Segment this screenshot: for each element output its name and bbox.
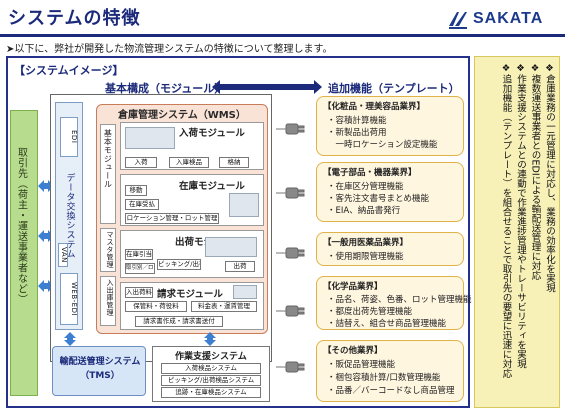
feature-item: ❖複数運送事業者とのEDIによる輸配送管理に対応 <box>529 63 541 281</box>
module-shukka: 出荷モジュール 在庫引当 ピッキング/出荷検品 出荷 取引別／ロット別管理 <box>120 230 264 278</box>
template-item: ・容積計算機能 <box>327 116 387 126</box>
torihiki-label: 取引先（荷主・運送事業者など） <box>15 147 27 305</box>
webedi-tag: WEB-EDI <box>60 273 78 325</box>
tms-box: 輸配送管理システム（TMS） <box>52 346 146 396</box>
template-head: 【一般用医薬品業界】 <box>323 238 409 248</box>
template-item: ・販促品管理機能 <box>327 360 396 370</box>
module-seikyu: 請求モジュール 入出荷料 保管料・荷役料 料金表・運賃管理 請求書作成・請求書送… <box>120 282 264 330</box>
template-otc-drugs: 【一般用医薬品業界】 ・使用期限管理機能 <box>316 232 464 266</box>
header-rule <box>0 34 565 37</box>
sagyo-title: 作業支援システム <box>175 352 247 362</box>
module-nyuka: 入荷モジュール 入荷 入庫検品 格納 <box>120 122 264 170</box>
base-chip-master: マスタ管理 <box>100 228 116 272</box>
tsuika-title: 追加機能（テンプレート） <box>328 82 460 95</box>
torihiki-box: 取引先（荷主・運送事業者など） <box>10 110 38 396</box>
kihon-tsuika-arrow <box>212 80 322 94</box>
chip: ピッキング/出荷検品システム <box>161 375 261 386</box>
tms-label: 輸配送管理システム（TMS） <box>59 357 141 381</box>
chip: 在庫受払 <box>125 199 159 210</box>
chip: 追跡・在庫検品システム <box>161 387 261 398</box>
module-name: 請求モジュール <box>157 289 223 300</box>
chip: 入荷検品システム <box>161 363 261 374</box>
truck-image-icon <box>205 237 257 257</box>
template-item: ・都度出荷先管理機能 <box>327 307 413 317</box>
chip: 格納 <box>219 157 249 168</box>
template-head: 【電子部品・機器業界】 <box>323 168 417 178</box>
chip: ロケーション管理・ロット管理 <box>125 213 219 224</box>
plug-connectors <box>276 123 305 373</box>
edi-column: データ交換システム EDI VAN WEB-EDI <box>55 102 83 330</box>
logo-mark-icon <box>449 12 467 29</box>
chip: 在庫引当 <box>125 249 153 260</box>
intro-text: ➤以下に、弊社が開発した物流管理システムの特徴について整理します。 <box>6 44 333 55</box>
template-item: ・在庫区分管理機能 <box>327 182 404 192</box>
template-item: ・品番／バーコードなし商品管理 <box>327 386 455 396</box>
page-title: システムの特徴 <box>8 8 141 29</box>
chip: 出荷 <box>225 261 255 272</box>
template-item: 一時ロケーション設定機能 <box>327 140 438 150</box>
chip: ピッキング/出荷検品 <box>157 259 201 270</box>
template-item: ・使用期限管理機能 <box>327 252 404 262</box>
chip: 入庫検品 <box>169 157 209 168</box>
template-chemicals: 【化学品業界】 ・品名、荷姿、色番、ロット管理機能 ・都度出荷先管理機能 ・詰替… <box>316 276 472 330</box>
template-cosmetics: 【化粧品・理美容品業界】 ・容積計算機能 ・新製品出荷用 一時ロケーション設定機… <box>316 96 464 156</box>
template-others: 【その他業界】 ・販促品管理機能 ・梱包容積計算/口数管理機能 ・品番／バーコー… <box>316 340 464 402</box>
chip: 保管料・荷役料 <box>125 301 187 312</box>
module-name: 入荷モジュール <box>179 128 245 139</box>
truck-image-icon <box>125 127 175 149</box>
wms-base-module: 基本モジュール <box>100 124 116 224</box>
wms-base-label: 基本モジュール <box>103 129 113 189</box>
template-item: ・詰替え、組合せ商品管理機能 <box>327 319 447 329</box>
wms-title: 倉庫管理システム（WMS） <box>118 110 246 121</box>
sakata-logo: SAKATA <box>447 8 557 30</box>
feature-item: ❖追加機能（テンプレート）を組合せることで取引先の要望に迅速に対応 <box>500 63 512 378</box>
frame-title: 【システムイメージ】 <box>14 64 124 77</box>
feature-item: ❖倉庫業務の一元管理に対応し、業務の効率化を実現 <box>544 63 555 293</box>
template-item: ・品名、荷姿、色番、ロット管理機能 <box>327 295 472 305</box>
features-panel: ❖倉庫業務の一元管理に対応し、業務の効率化を実現 ❖複数運送事業者とのEDIによ… <box>474 56 560 408</box>
template-item: ・客先注文書号まとめ機能 <box>327 194 430 204</box>
template-item: ・新製品出荷用 <box>327 128 387 138</box>
module-zaiko: 在庫モジュール 移動 在庫受払 ロケーション管理・ロット管理 <box>120 174 264 226</box>
template-item: ・EIA、納品書発行 <box>327 206 401 216</box>
laptop-image-icon <box>229 193 259 217</box>
template-electronics: 【電子部品・機器業界】 ・在庫区分管理機能 ・客先注文書号まとめ機能 ・EIA、… <box>316 162 464 222</box>
module-name: 在庫モジュール <box>179 181 245 192</box>
chip: 移動 <box>125 185 147 196</box>
chip: 請求書作成・請求書送付 <box>135 316 223 327</box>
template-item: ・梱包容積計算/口数管理機能 <box>327 373 441 383</box>
features-list: ❖倉庫業務の一元管理に対応し、業務の効率化を実現 ❖複数運送事業者とのEDIによ… <box>497 63 556 403</box>
chip: 取引別／ロット別管理 <box>125 263 155 274</box>
van-tag: VAN <box>58 243 68 267</box>
chip: 入出荷料 <box>125 287 153 298</box>
kihon-title: 基本構成（モジュール） <box>105 82 226 95</box>
document-image-icon <box>233 285 257 299</box>
template-head: 【その他業界】 <box>323 346 383 356</box>
feature-item: ❖作業支援システムとの連動で作業進捗管理やトレーサビリティを実現 <box>515 63 526 369</box>
sagyo-box: 作業支援システム 入荷検品システム ピッキング/出荷検品システム 追跡・在庫検品… <box>152 346 270 402</box>
base-chip-nyushukko: 入出庫管理 <box>100 276 116 326</box>
logo-text: SAKATA <box>473 10 544 27</box>
chip: 入荷 <box>125 157 157 168</box>
bottom-arrows <box>64 332 216 346</box>
chip: 料金表・運賃管理 <box>191 301 257 312</box>
template-head: 【化粧品・理美容品業界】 <box>323 102 426 112</box>
template-head: 【化学品業界】 <box>323 282 383 292</box>
edi-tag: EDI <box>60 117 78 157</box>
edi-label: データ交換システム <box>64 173 75 259</box>
